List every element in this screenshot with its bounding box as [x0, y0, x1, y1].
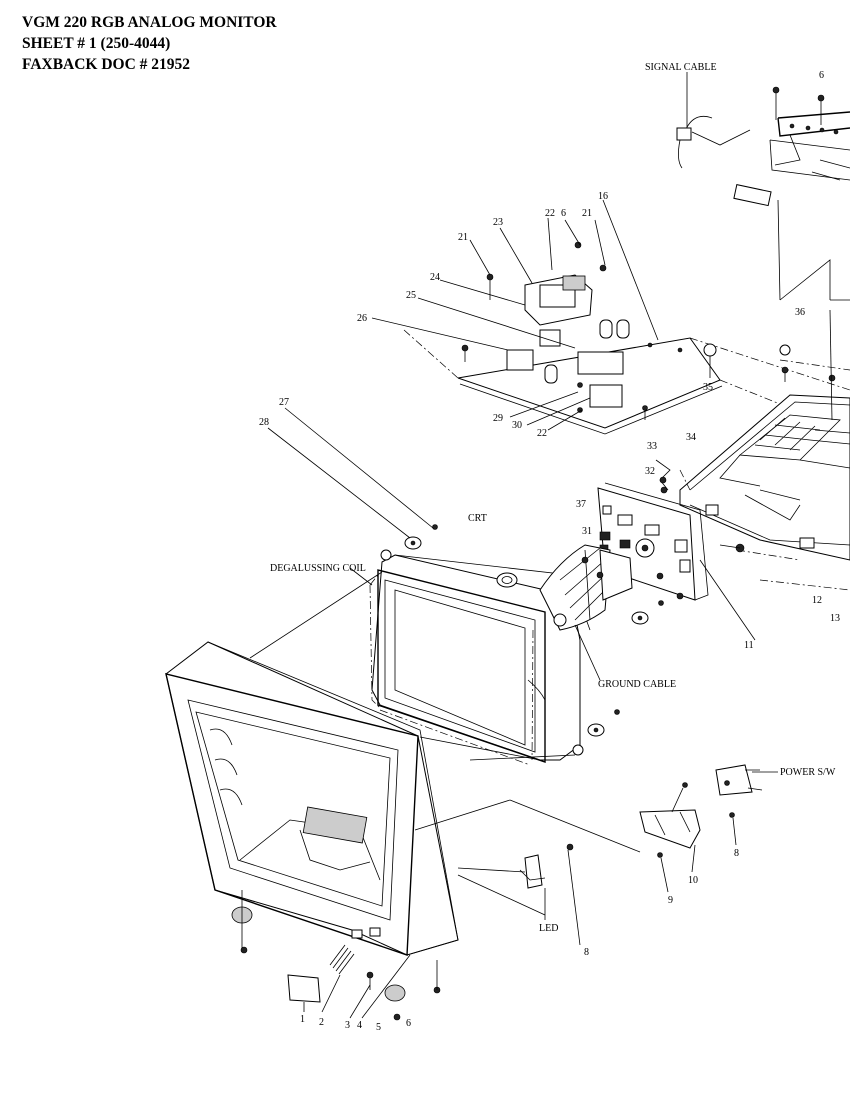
part-number-35: 35: [703, 382, 713, 393]
callout-labels: SIGNAL CABLE CRT DEGALUSSING COIL GROUND…: [270, 62, 836, 934]
pcb-leader-lines: [371, 199, 711, 431]
signal-cable: [676, 72, 751, 169]
part-number-36: 36: [795, 307, 805, 318]
chassis-grid: [754, 417, 850, 451]
assembly-lines: [249, 567, 641, 916]
ground-cable-label: GROUND CABLE: [598, 679, 676, 690]
back-cover: [733, 86, 850, 301]
power-switch-label: POWER S/W: [780, 767, 836, 778]
part-number-26: 26: [357, 313, 367, 324]
sheet-number: SHEET # 1 (250-4044): [22, 35, 171, 52]
bottom-chassis: [679, 309, 850, 591]
part-number-22: 22: [537, 428, 547, 439]
part-number-16: 16: [598, 191, 608, 202]
part-number-21: 21: [582, 208, 592, 219]
led-label: LED: [539, 923, 558, 934]
part-number-34: 34: [686, 432, 696, 443]
degaussing-coil: [369, 574, 534, 766]
part-number-5: 5: [376, 1022, 381, 1033]
signal-cable-label: SIGNAL CABLE: [645, 62, 717, 73]
part-number-1: 1: [300, 1014, 305, 1025]
part-number-28: 28: [259, 417, 269, 428]
main-circuit-board: [403, 241, 850, 435]
crt-label: CRT: [468, 513, 487, 524]
part-number-8: 8: [734, 848, 739, 859]
part-number-8: 8: [584, 947, 589, 958]
part-number-12: 12: [812, 595, 822, 606]
part-number-33: 33: [647, 441, 657, 452]
part-number-10: 10: [688, 875, 698, 886]
degaussing-coil-label: DEGALUSSING COIL: [270, 563, 366, 574]
part-number-22: 22: [545, 208, 555, 219]
part-number-31: 31: [582, 526, 592, 537]
part-number-2: 2: [319, 1017, 324, 1028]
part-number-6: 6: [819, 70, 824, 81]
part-number-9: 9: [668, 895, 673, 906]
part-number-11: 11: [744, 640, 754, 651]
part-number-23: 23: [493, 217, 503, 228]
part-number-6: 6: [406, 1018, 411, 1029]
part-number-29: 29: [493, 413, 503, 424]
part-number-30: 30: [512, 420, 522, 431]
part-number-4: 4: [357, 1020, 362, 1031]
part-number-13: 13: [830, 613, 840, 624]
part-number-32: 32: [645, 466, 655, 477]
part-number-21: 21: [458, 232, 468, 243]
part-number-27: 27: [279, 397, 289, 408]
crt-tube: [371, 544, 633, 763]
part-number-25: 25: [406, 290, 416, 301]
faxback-doc-number: FAXBACK DOC # 21952: [22, 56, 191, 73]
document-header: VGM 220 RGB ANALOG MONITOR SHEET # 1 (25…: [22, 12, 277, 75]
small-parts: [231, 407, 778, 1021]
part-number-37: 37: [576, 499, 586, 510]
part-number-6: 6: [561, 208, 566, 219]
model-title: VGM 220 RGB ANALOG MONITOR: [22, 14, 277, 31]
front-bezel: [165, 641, 459, 956]
part-number-3: 3: [345, 1020, 350, 1031]
part-number-24: 24: [430, 272, 440, 283]
part-numbers: 6 16 22 6 21 23 21 24 25 26 36 35 27 28 …: [259, 70, 840, 1033]
